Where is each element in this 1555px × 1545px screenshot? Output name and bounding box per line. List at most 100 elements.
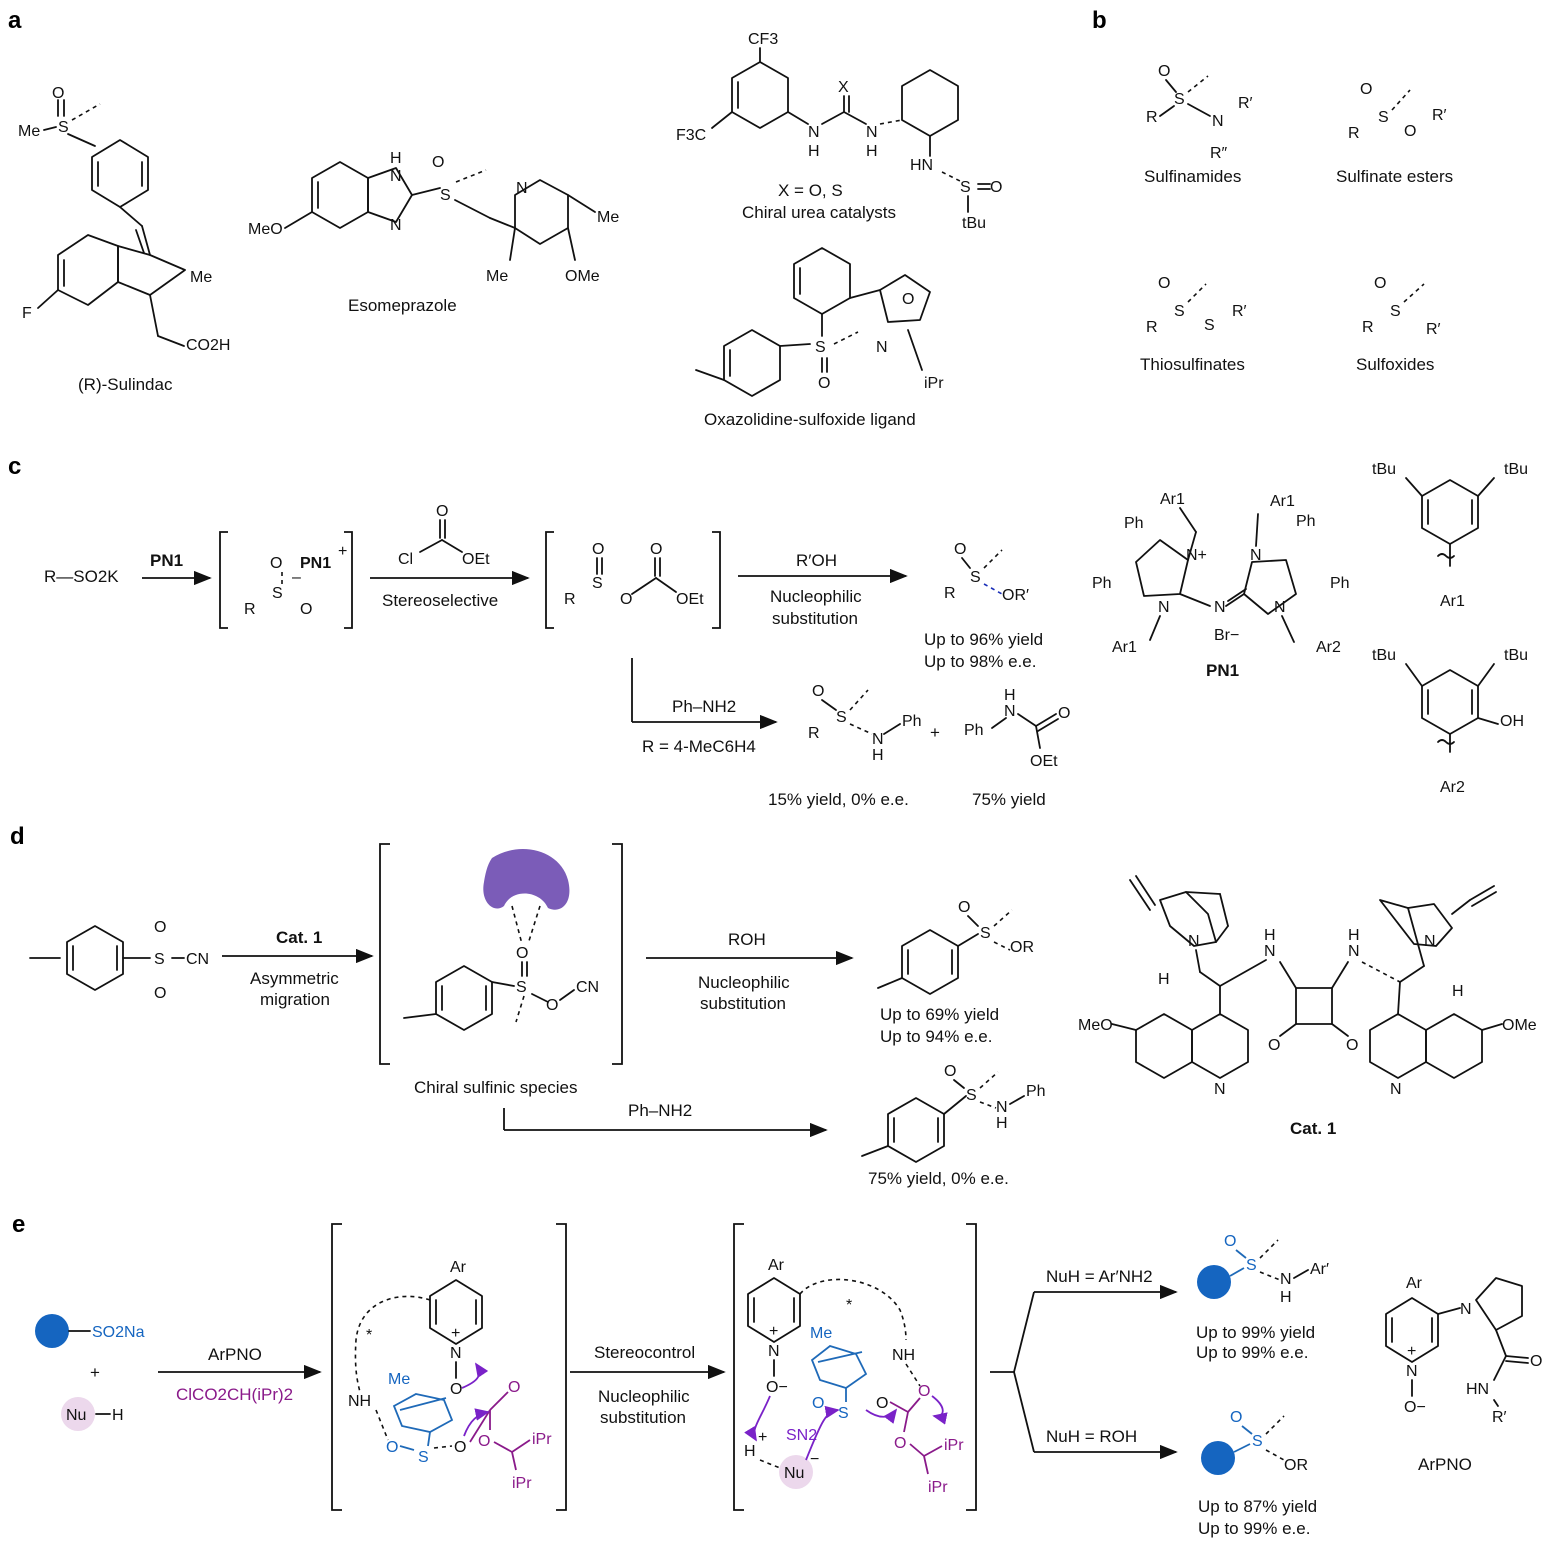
c-step3-label1: Nucleophilic (770, 587, 862, 606)
cat-ome: OMe (1502, 1017, 1537, 1034)
esomeprazole-name: Esomeprazole (348, 296, 457, 315)
pn1-n2: N (1158, 599, 1170, 616)
c-p2-ph: Ph (902, 713, 922, 730)
panel-b-letter: b (1092, 7, 1107, 34)
sulfinate-r1: R′ (1432, 107, 1447, 124)
eso-s: S (440, 187, 451, 204)
d-p1-yield: Up to 69% yield (880, 1005, 999, 1024)
d-p1-or: OR (1010, 939, 1034, 956)
cat-nh1: N (1264, 943, 1276, 960)
c-start: R—SO2K (44, 567, 119, 586)
c-step3-label2: substitution (772, 609, 858, 628)
arpno-n1: N (1406, 1363, 1418, 1380)
cat-h1: H (1158, 971, 1170, 988)
d-step1-label1: Asymmetric (250, 969, 339, 988)
oxazolidine-structure: O N iPr S O Oxazolidine-sulfoxide ligand (695, 247, 944, 429)
urea-h1: H (808, 143, 820, 160)
c-chloroformate-o: O (436, 503, 448, 520)
cat-hh2: H (1348, 927, 1360, 944)
c-int2-o-carb: O (650, 541, 662, 558)
pn1-n5: N (1274, 599, 1286, 616)
d-start-s: S (154, 951, 165, 968)
c-p1-yield: Up to 96% yield (924, 630, 1043, 649)
c-p1-or: OR′ (1002, 587, 1029, 604)
e-int2-nh: NH (892, 1347, 915, 1364)
e-int1-n: N (450, 1345, 462, 1362)
e-branch1-ar: Ar′ (1310, 1261, 1329, 1278)
cat-h2: H (1452, 983, 1464, 1000)
d-p2-s: S (966, 1087, 977, 1104)
panel-a-letter: a (8, 7, 22, 34)
e-int1-star: * (366, 1327, 372, 1344)
ar2-structure: tBu tBu OH Ar2 (1372, 647, 1528, 796)
e-int2-n: N (768, 1343, 780, 1360)
e-substrate-blob (35, 1314, 69, 1348)
c-p3-n: N (1004, 703, 1016, 720)
c-stereoselective: Stereoselective (382, 591, 498, 610)
cat-nq1: N (1214, 1081, 1226, 1098)
d-int-name: Chiral sulfinic species (414, 1078, 577, 1097)
cat-nq2: N (1390, 1081, 1402, 1098)
pn1-ar1a: Ar1 (1160, 491, 1185, 508)
pn1-ar2: Ar2 (1316, 639, 1341, 656)
pn1-n3: N (1214, 599, 1226, 616)
c-int2-s: S (592, 575, 603, 592)
sulindac-name: (R)-Sulindac (78, 375, 173, 394)
e-step2-label1: Stereocontrol (594, 1343, 695, 1362)
sulfinamide-structure: O S R N R′ R″ Sulfinamides (1144, 63, 1253, 186)
c-int1-r: R (244, 601, 256, 618)
e-branch1-s: S (1246, 1257, 1257, 1274)
cat-o1: O (1268, 1037, 1280, 1054)
ar1-tbu2: tBu (1504, 461, 1528, 478)
eso-o: O (432, 154, 444, 171)
c-int1-plus: + (338, 543, 347, 560)
c-p2-s: S (836, 709, 847, 726)
e-plus: + (90, 1363, 100, 1382)
e-step1-reagent2: ClCO2CH(iPr)2 (176, 1385, 293, 1404)
ox-s: S (815, 339, 826, 356)
ar2-name: Ar2 (1440, 779, 1465, 796)
ox-o-s: O (818, 375, 830, 392)
sulindac-me2: Me (190, 269, 212, 286)
e-step1-reagent: ArPNO (208, 1345, 262, 1364)
e-int2-me: Me (810, 1325, 832, 1342)
pn1-br: Br− (1214, 627, 1239, 644)
pn1-structure: Ar1 Ph Ph N+ N N N N Ar1 Ph Ph Ar1 Ar2 B… (1092, 491, 1350, 680)
eso-me1: Me (597, 209, 619, 226)
c-p2-h: H (872, 747, 884, 764)
e-branch2-or: OR (1284, 1457, 1308, 1474)
sulindac-structure: O Me S F Me CO2H (R)-Sulindac (18, 85, 230, 394)
d-step1-label2: migration (260, 990, 330, 1009)
pn1-ph3: Ph (1296, 513, 1316, 530)
d-int-s: S (516, 979, 527, 996)
e-branch1-yield: Up to 99% yield (1196, 1323, 1315, 1342)
panel-e: e SO2Na + Nu H ArPNO ClCO2CH(iPr)2 Ar N … (12, 1211, 1542, 1538)
e-int2-nu: Nu (784, 1465, 804, 1482)
cat-n2: N (1424, 933, 1436, 950)
urea-structure: CF3 F3C N H X N H HN S O tBu (676, 31, 1002, 232)
e-substrate: SO2Na (92, 1324, 145, 1341)
cat-n1: N (1188, 933, 1200, 950)
c-chloroformate-oet: OEt (462, 551, 490, 568)
urea-n1: N (808, 124, 820, 141)
e-branch1-ee: Up to 99% e.e. (1196, 1343, 1308, 1362)
e-branch2-yield: Up to 87% yield (1198, 1497, 1317, 1516)
e-int2-o-c2: O (894, 1435, 906, 1452)
e-int1-o-o: O (454, 1439, 466, 1456)
e-int2-star: * (846, 1297, 852, 1314)
urea-x: X (838, 79, 849, 96)
e-branch2-ee: Up to 99% e.e. (1198, 1519, 1310, 1538)
thio-r1: R′ (1232, 303, 1247, 320)
sulfoxide-r: R (1362, 319, 1374, 336)
panel-d-letter: d (10, 823, 25, 850)
e-int1-s: S (418, 1449, 429, 1466)
eso-npy: N (516, 180, 528, 197)
eso-h: H (390, 150, 402, 167)
class-thiosulfinates: Thiosulfinates (1140, 355, 1245, 374)
arpno-name: ArPNO (1418, 1455, 1472, 1474)
ar1-tbu1: tBu (1372, 461, 1396, 478)
eso-me2: Me (486, 268, 508, 285)
sulfinamide-r: R (1146, 109, 1158, 126)
pn1-name: PN1 (1206, 661, 1239, 680)
d-step2-label2: substitution (700, 994, 786, 1013)
